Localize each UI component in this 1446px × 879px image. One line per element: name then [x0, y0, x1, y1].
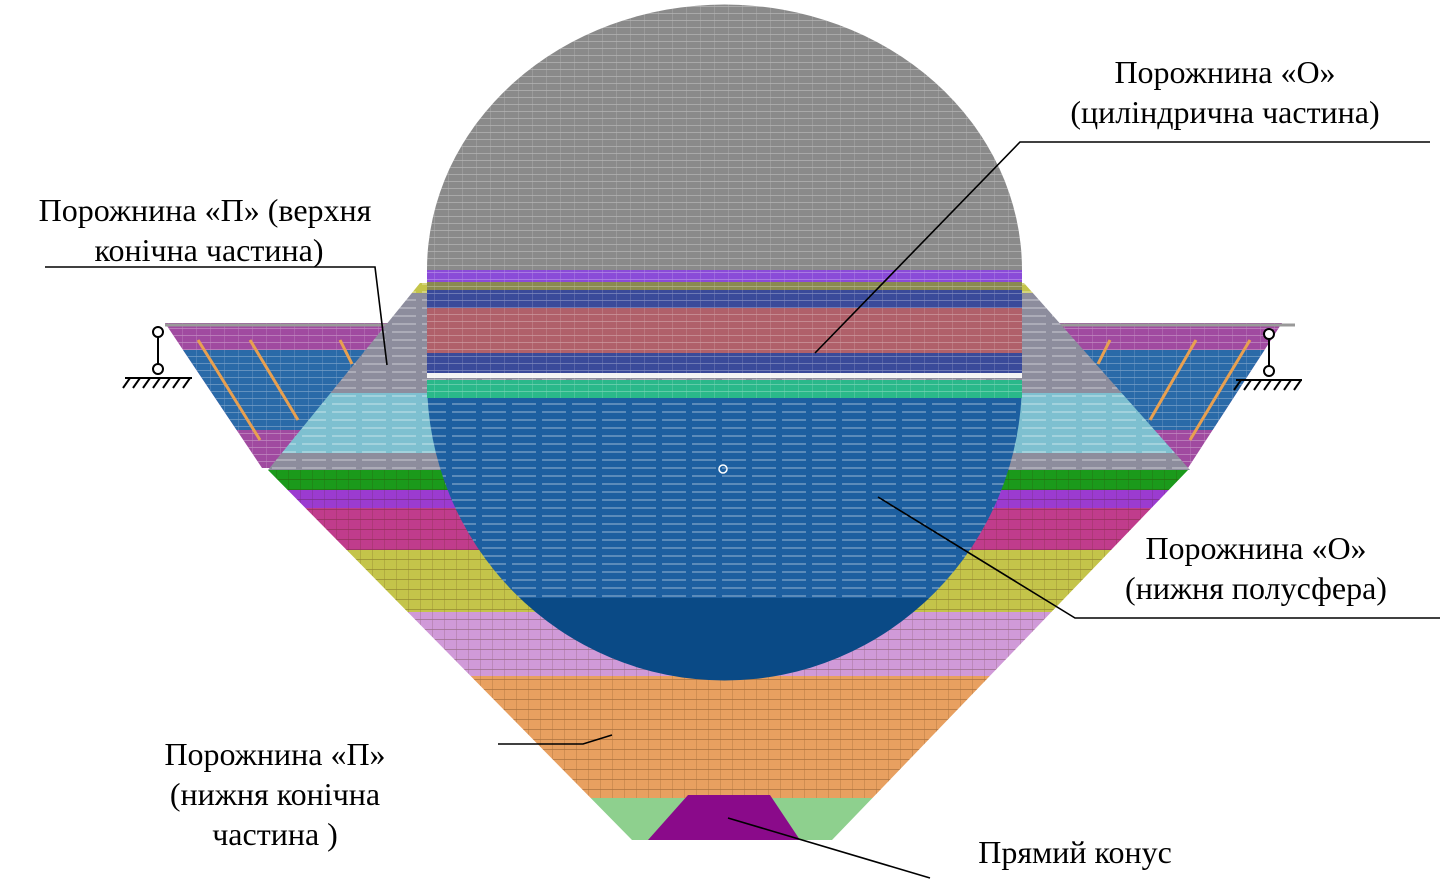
label-cylindrical-line1: Порожнина «О» — [1114, 54, 1336, 90]
label-lower-cone-line3: частина ) — [212, 816, 338, 852]
pinned-support-icon — [1233, 328, 1302, 391]
right-ring-stiffener-3 — [1188, 339, 1252, 441]
label-lower-cone: Порожнина «П» (нижня конічна частина ) — [130, 734, 420, 854]
center-node-icon — [718, 464, 728, 474]
label-cylindrical-part: Порожнина «О» (циліндрична частина) — [1040, 52, 1410, 132]
label-straight-cone-text: Прямий конус — [978, 834, 1172, 870]
leader-upper-cone — [45, 266, 388, 366]
leader-lines — [45, 141, 1440, 879]
label-upper-cone-line2: конічна частина) — [94, 232, 324, 268]
label-hemisphere-line2: (нижня полусфера) — [1125, 570, 1387, 606]
label-lower-cone-line2: (нижня конічна — [169, 776, 381, 812]
label-lower-cone-line1: Порожнина «П» — [164, 736, 386, 772]
leader-cylindrical — [814, 141, 1430, 354]
left-ring-stiffener-2 — [248, 339, 300, 421]
leader-straight-cone — [727, 817, 931, 879]
cylindrical-part — [427, 270, 1022, 398]
label-cylindrical-line2: (циліндрична частина) — [1070, 94, 1380, 130]
label-upper-cone-line1: Порожнина «П» (верхня — [38, 192, 372, 228]
label-upper-cone: Порожнина «П» (верхня конічна частина) — [0, 190, 410, 270]
sphere-upper-dome — [427, 4, 1022, 271]
sphere-lower-hemisphere — [427, 398, 1022, 681]
leader-hemisphere — [877, 496, 1440, 619]
pinned-support-icon — [122, 326, 192, 389]
label-hemisphere-line1: Порожнина «О» — [1145, 530, 1367, 566]
left-ring-stiffener-3 — [338, 339, 354, 365]
right-ring-stiffener-1 — [1096, 339, 1112, 365]
right-ring-stiffener-2 — [1148, 339, 1198, 421]
label-straight-cone: Прямий конус — [940, 832, 1210, 872]
leader-lower-cone — [498, 734, 613, 745]
left-ring-stiffener-1 — [196, 339, 262, 441]
label-hemisphere: Порожнина «О» (нижня полусфера) — [1098, 528, 1414, 608]
